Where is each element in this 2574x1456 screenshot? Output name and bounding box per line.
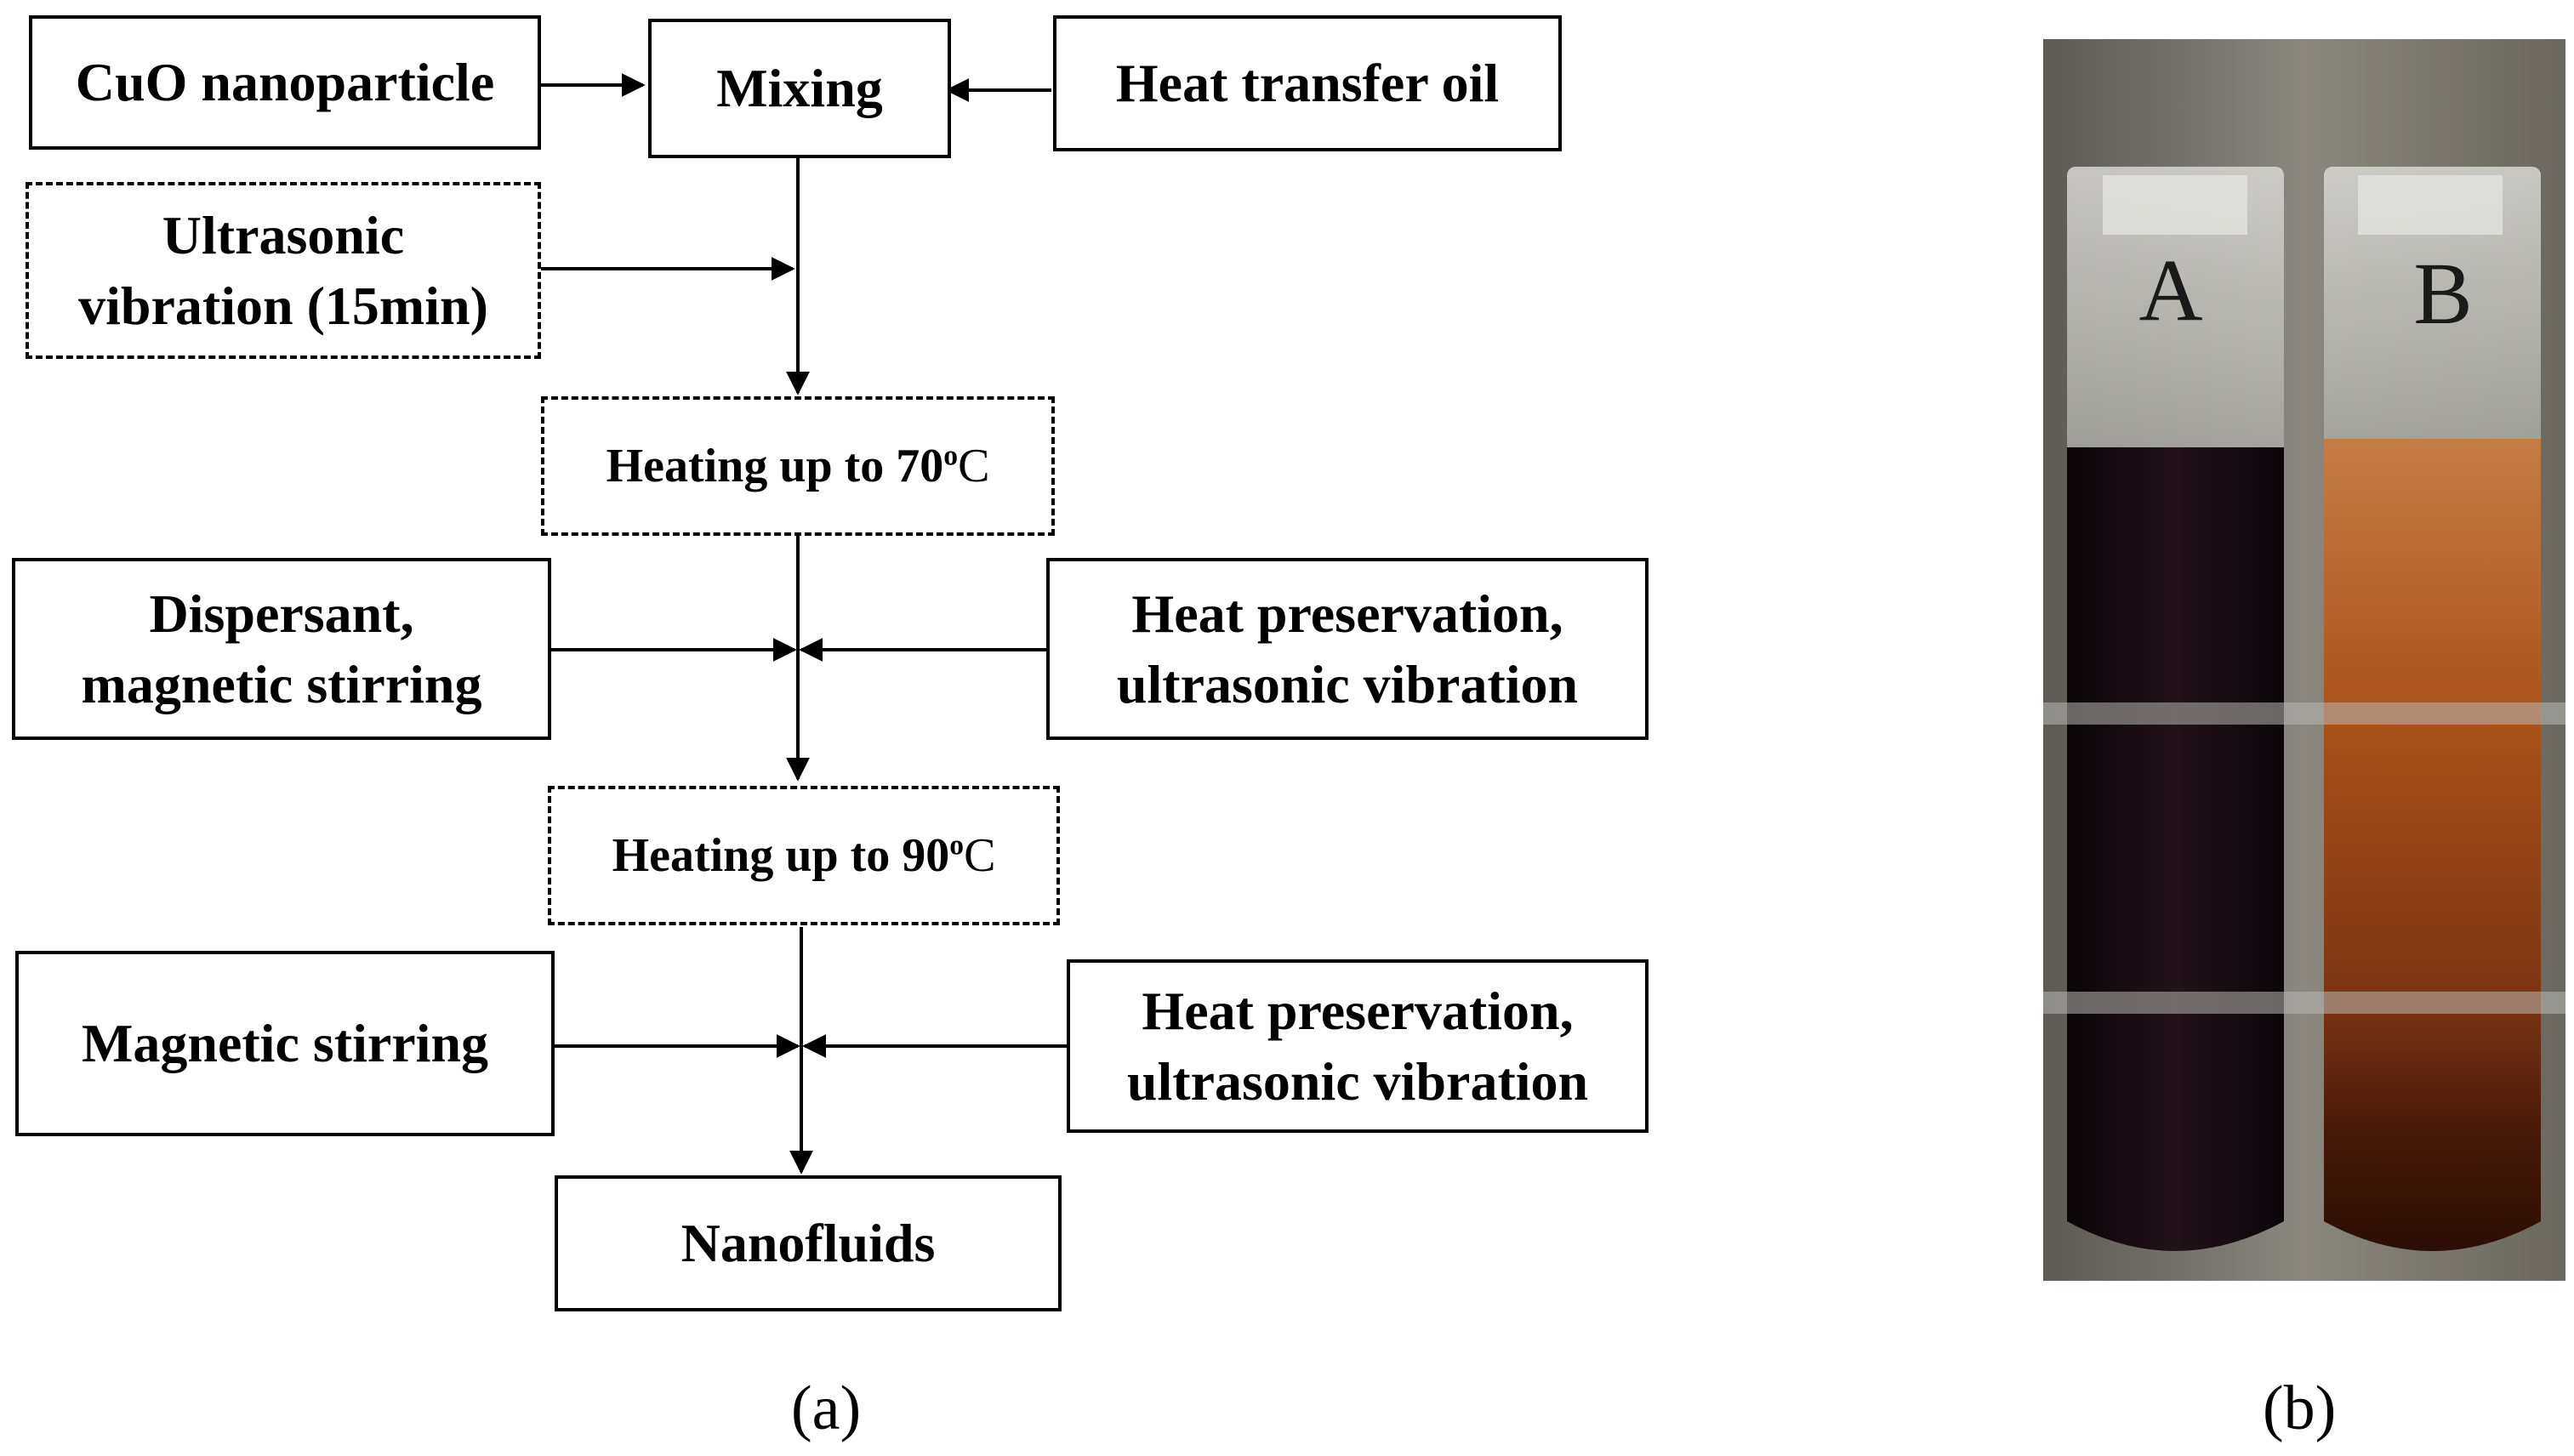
heating-90-label: Heating up to 90 bbox=[612, 828, 950, 882]
ultrasonic-label-line1: Ultrasonic bbox=[162, 204, 405, 265]
heat-transfer-oil-label: Heat transfer oil bbox=[1115, 53, 1500, 114]
panel-b-label: (b) bbox=[2263, 1374, 2337, 1443]
preserve2-label-line2: ultrasonic vibration bbox=[1126, 1051, 1589, 1112]
preserve2-label-line1: Heat preservation, bbox=[1142, 980, 1574, 1041]
heating-90-box: Heating up to 90oC bbox=[548, 786, 1060, 925]
heating-70-degree: o bbox=[943, 439, 959, 471]
mixing-box: Mixing bbox=[648, 19, 951, 158]
heat-transfer-oil-box: Heat transfer oil bbox=[1053, 15, 1562, 151]
tube-a-fluid bbox=[2067, 447, 2284, 1251]
heating-90-degree: o bbox=[949, 828, 965, 861]
tube-b-fluid bbox=[2324, 439, 2541, 1251]
test-tube-illustration: A B bbox=[2043, 39, 2565, 1281]
heating-70-box: Heating up to 70oC bbox=[541, 396, 1055, 536]
magnetic-stirring-box: Magnetic stirring bbox=[15, 951, 555, 1136]
tube-b-letter: B bbox=[2413, 245, 2472, 343]
tube-b-sticker bbox=[2358, 175, 2503, 235]
heat-preservation-box-1: Heat preservation, ultrasonic vibration bbox=[1046, 558, 1649, 740]
tube-a-sticker bbox=[2103, 175, 2247, 235]
dispersant-label-line2: magnetic stirring bbox=[81, 654, 482, 714]
dispersant-box: Dispersant, magnetic stirring bbox=[12, 558, 551, 740]
tube-a-glass bbox=[2067, 167, 2284, 456]
preserve1-label-line2: ultrasonic vibration bbox=[1116, 654, 1579, 714]
dispersant-label-line1: Dispersant, bbox=[149, 583, 414, 644]
rack-ring-upper bbox=[2043, 702, 2565, 725]
tube-a-letter: A bbox=[2138, 242, 2202, 339]
nanofluids-box: Nanofluids bbox=[555, 1175, 1062, 1311]
heating-70-label: Heating up to 70 bbox=[606, 439, 944, 492]
tube-b-glass bbox=[2324, 167, 2541, 447]
heating-70-unit: C bbox=[958, 439, 990, 492]
magnetic-stirring-label: Magnetic stirring bbox=[81, 1013, 489, 1074]
heat-preservation-box-2: Heat preservation, ultrasonic vibration bbox=[1067, 959, 1649, 1133]
cuo-nanoparticle-box: CuO nanoparticle bbox=[29, 15, 541, 150]
nanofluids-label: Nanofluids bbox=[681, 1213, 936, 1274]
rack-ring-lower bbox=[2043, 992, 2565, 1014]
cuo-nanoparticle-label: CuO nanoparticle bbox=[75, 52, 495, 113]
panel-a-label: (a) bbox=[791, 1374, 862, 1443]
test-tube-photo: A B bbox=[2043, 39, 2565, 1281]
heating-90-unit: C bbox=[964, 828, 996, 882]
mixing-label: Mixing bbox=[716, 58, 883, 119]
ultrasonic-label-line2: vibration (15min) bbox=[78, 276, 488, 336]
preserve1-label-line1: Heat preservation, bbox=[1131, 583, 1563, 644]
ultrasonic-vibration-box: Ultrasonic vibration (15min) bbox=[26, 182, 541, 359]
